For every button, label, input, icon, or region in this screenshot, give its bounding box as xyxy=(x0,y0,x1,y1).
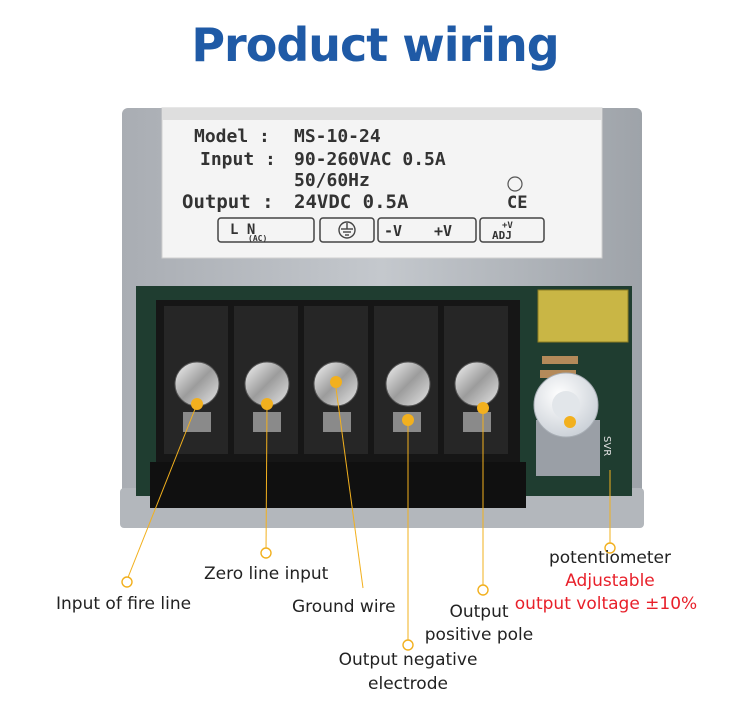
marker-dot-zero xyxy=(261,398,273,410)
callout-potentiometer-line1: potentiometer xyxy=(548,548,671,568)
board-marking: SVR xyxy=(601,436,612,456)
minus-v-marking: -V xyxy=(384,222,402,240)
marker-dot-fire xyxy=(191,398,203,410)
model-value: MS-10-24 xyxy=(294,126,381,147)
marker-dot-ground xyxy=(330,376,342,388)
model-label: Model : xyxy=(194,126,270,147)
adj-marking-box xyxy=(479,217,545,243)
output-value: 24VDC 0.5A xyxy=(294,191,409,213)
terminal-cell-fire xyxy=(164,306,228,454)
dc-output-marking-box xyxy=(377,217,477,243)
leader-fire xyxy=(126,403,198,581)
callout-negative-line2: electrode xyxy=(368,674,448,694)
ac-marking: (AC) xyxy=(248,234,267,243)
callout-zero-line: Zero line input xyxy=(204,564,329,584)
input-label: Input : xyxy=(200,149,276,170)
marker-ring-zero xyxy=(260,547,272,559)
callout-positive-line2: positive pole xyxy=(424,625,534,645)
input-frequency: 50/60Hz xyxy=(294,170,370,191)
adj-top-marking: +V xyxy=(502,221,513,231)
marker-ring-positive xyxy=(477,584,489,596)
terminal-cell-positive xyxy=(444,306,508,454)
callout-leaders xyxy=(126,387,611,643)
ce-mark: CE xyxy=(507,193,527,213)
callout-potentiometer-line3: output voltage ±10% xyxy=(514,594,698,614)
adj-bottom-marking: ADJ xyxy=(492,229,512,242)
capacitor xyxy=(537,289,629,343)
nameplate-header-strip xyxy=(162,108,602,120)
marker-dot-negative xyxy=(402,414,414,426)
marker-dot-potentiometer xyxy=(564,416,576,428)
terminal-block-base xyxy=(150,462,526,508)
leader-ground xyxy=(335,387,364,589)
plus-v-marking: +V xyxy=(434,222,452,240)
callout-markers xyxy=(121,376,616,651)
nameplate xyxy=(161,107,603,259)
marker-ring-fire xyxy=(121,576,133,588)
marker-ring-negative xyxy=(402,639,414,651)
marker-dot-positive xyxy=(477,402,489,414)
terminal-cell-negative xyxy=(374,306,438,454)
callout-potentiometer-line2: Adjustable xyxy=(565,571,655,591)
callout-positive-line1: Output xyxy=(449,602,509,622)
callout-ground-wire: Ground wire xyxy=(292,597,396,617)
ln-marking: L N xyxy=(230,222,255,238)
page-title: Product wiring xyxy=(191,18,559,72)
output-label: Output : xyxy=(182,191,274,213)
resistor-1 xyxy=(542,356,578,364)
marker-ring-potentiometer xyxy=(604,542,616,554)
ln-marking-box xyxy=(217,217,315,243)
input-value: 90-260VAC 0.5A xyxy=(294,149,446,170)
callout-negative-line1: Output negative xyxy=(338,650,478,670)
terminal-cell-zero xyxy=(234,306,298,454)
potentiometer-knob xyxy=(533,372,600,476)
certification-icon xyxy=(507,176,523,192)
ground-symbol-icon xyxy=(338,221,356,239)
callout-fire-line: Input of fire line xyxy=(56,594,192,614)
ground-marking-box xyxy=(319,217,375,243)
leader-zero xyxy=(265,403,268,554)
